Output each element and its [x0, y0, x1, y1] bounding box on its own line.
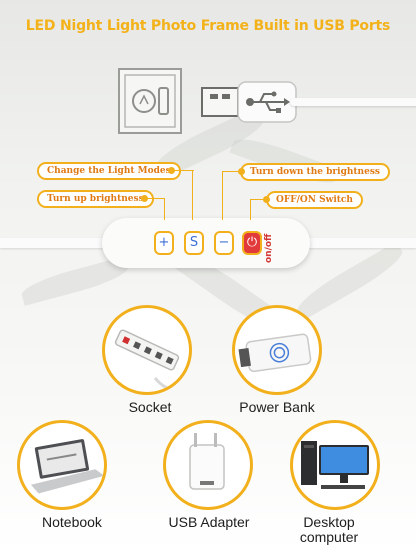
leader-dot	[141, 195, 148, 202]
leader-dot	[238, 168, 245, 175]
leader-dot	[168, 167, 175, 174]
leader-line	[250, 199, 251, 220]
callout-turn-up: Turn up brightness	[37, 190, 154, 208]
leader-line	[250, 199, 268, 200]
cable-right	[304, 238, 416, 248]
leader-line	[164, 198, 165, 220]
notebook-image	[17, 420, 107, 510]
power-bank-icon	[238, 333, 312, 373]
background-leaf	[229, 131, 341, 191]
desktop-computer-image	[290, 420, 380, 510]
power-bank-label: Power Bank	[239, 399, 315, 415]
leader-line	[222, 171, 223, 220]
leader-line	[192, 170, 193, 220]
power-strip-icon	[114, 329, 180, 392]
mode-button[interactable]: S	[184, 231, 204, 255]
desktop-computer-label: Desktop computer	[299, 514, 359, 545]
page-title: LED Night Light Photo Frame Built in USB…	[25, 18, 391, 34]
brightness-up-button[interactable]: +	[154, 231, 174, 255]
brightness-down-button[interactable]: −	[214, 231, 234, 255]
laptop-icon	[30, 439, 104, 494]
cable-left	[0, 238, 108, 248]
notebook-label: Notebook	[42, 514, 102, 530]
callout-onoff-switch: OFF/ON Switch	[266, 191, 363, 209]
usb-adapter-icon	[189, 433, 225, 490]
power-button[interactable]: ⏻	[242, 231, 262, 255]
socket-image	[102, 305, 192, 395]
leader-line	[145, 198, 165, 199]
usb-adapter-label: USB Adapter	[168, 514, 250, 530]
usb-port-icon	[118, 68, 182, 134]
leader-line	[172, 170, 194, 171]
background-leaf	[292, 241, 408, 321]
usb-plug-icon	[201, 81, 297, 123]
power-bank-image	[232, 305, 322, 395]
socket-label: Socket	[128, 399, 172, 415]
callout-change-modes: Change the Light Modes	[37, 162, 181, 180]
usb-cable	[290, 98, 416, 106]
inline-controller: + S − ⏻	[102, 218, 310, 268]
leader-dot	[263, 196, 270, 203]
callout-turn-down: Turn down the brightness	[240, 163, 390, 181]
usb-adapter-image	[163, 420, 253, 510]
onoff-label: on/off	[264, 233, 274, 263]
desktop-computer-icon	[301, 441, 369, 489]
leader-line	[222, 171, 242, 172]
